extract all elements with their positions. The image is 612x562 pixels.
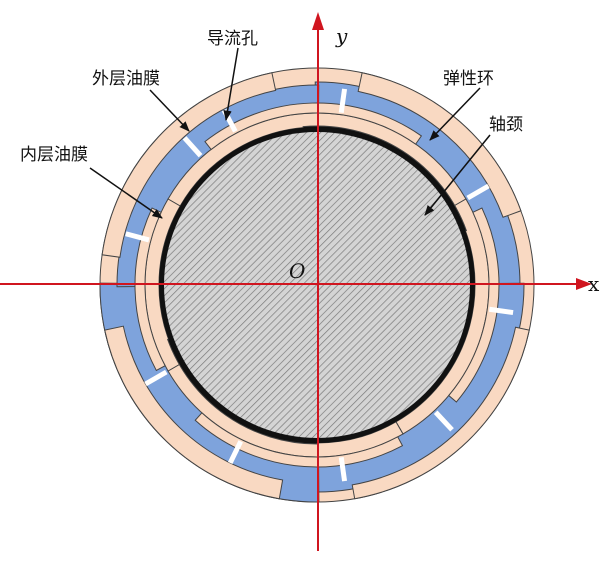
- casing-step: [351, 326, 530, 500]
- label-elastic-ring: 弹性环: [443, 69, 494, 89]
- label-inner-film: 内层油膜: [20, 145, 88, 165]
- leader-elastic-ring: [429, 87, 481, 141]
- leader-journal: [424, 134, 491, 216]
- y-axis-arrowhead: [312, 12, 324, 30]
- casing-step: [101, 72, 277, 258]
- label-outer-film: 外层油膜: [92, 69, 160, 89]
- flow-hole: [182, 136, 203, 158]
- flow-hole: [227, 440, 243, 465]
- labels: 导流孔 外层油膜 内层油膜 弹性环 轴颈 O x y: [20, 24, 600, 296]
- elastic-ring-lug: [204, 102, 423, 151]
- elastic-ring-lug: [448, 207, 500, 403]
- label-journal: 轴颈: [489, 115, 523, 135]
- flow-hole: [488, 306, 514, 316]
- label-x-axis: x: [588, 272, 600, 296]
- flow-hole: [125, 231, 150, 243]
- leader-inner-film: [89, 167, 163, 219]
- flow-hole: [466, 183, 490, 201]
- elastic-ring-lug: [194, 412, 404, 468]
- axes: [0, 12, 592, 551]
- x-axis-arrowhead: [576, 278, 592, 290]
- label-flow-hole: 导流孔: [207, 29, 258, 49]
- casing-step: [357, 72, 522, 218]
- leader-outer-film: [149, 89, 190, 132]
- leader-lines: [89, 47, 491, 219]
- label-origin: O: [289, 259, 305, 283]
- label-y-axis: y: [335, 24, 348, 48]
- flow-hole: [144, 369, 168, 387]
- flow-hole: [433, 410, 454, 432]
- leader-flow-hole: [223, 47, 239, 122]
- flow-hole: [338, 456, 348, 482]
- flow-hole: [338, 88, 348, 114]
- casing-step: [104, 325, 284, 500]
